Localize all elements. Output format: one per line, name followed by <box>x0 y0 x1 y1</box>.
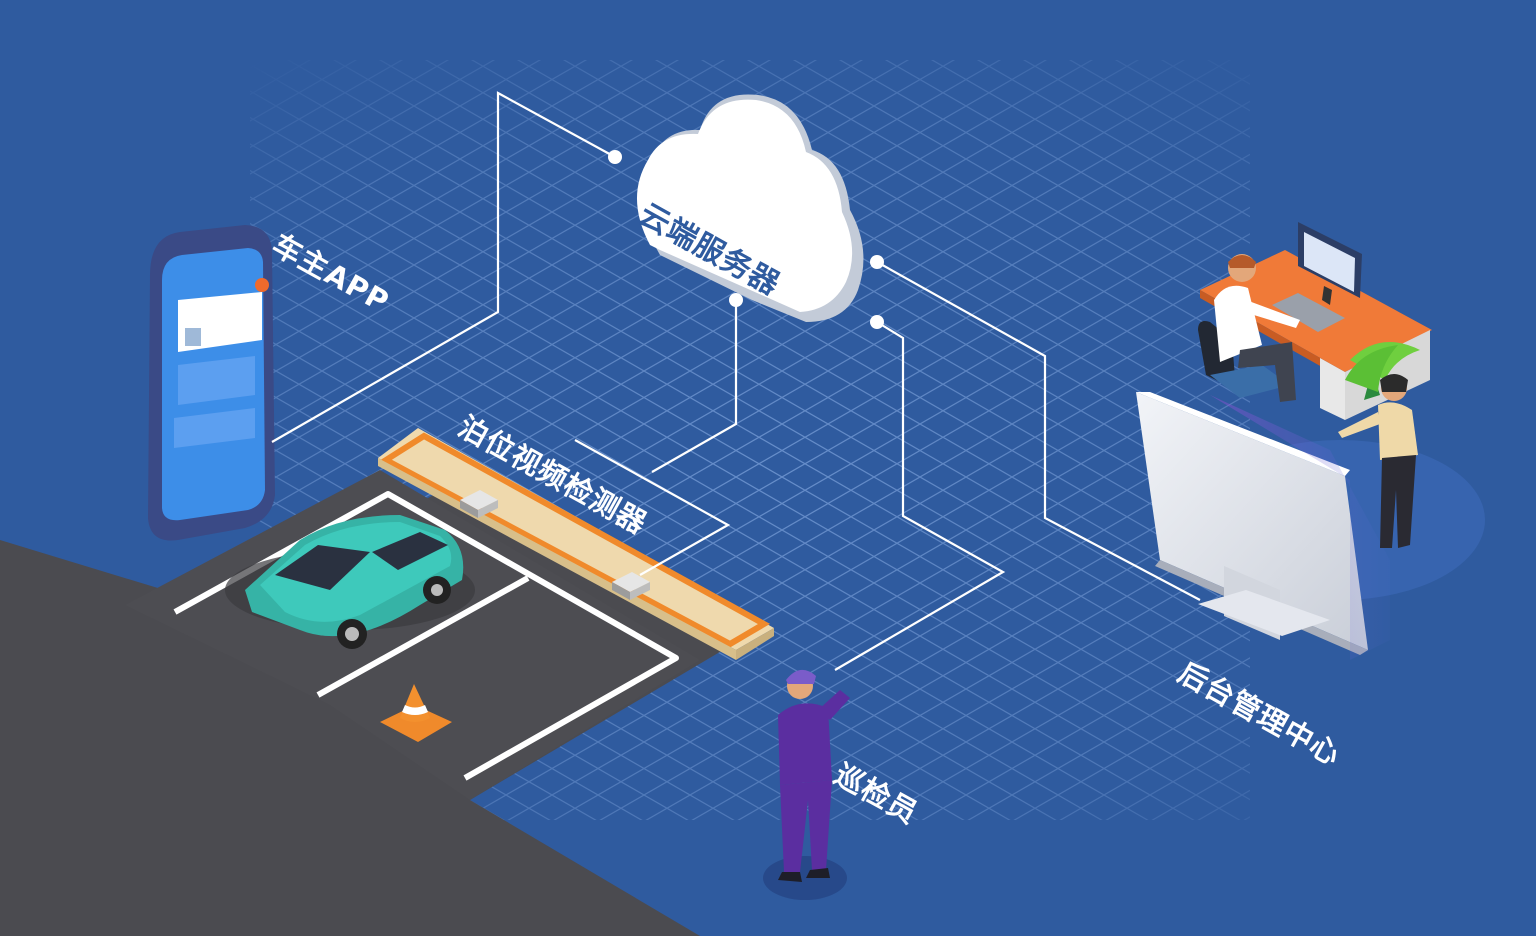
phone-device <box>148 225 275 541</box>
parking-lot <box>0 470 740 936</box>
detector-device-1 <box>460 490 498 518</box>
backend-center <box>1136 222 1485 660</box>
traffic-cone <box>380 684 452 742</box>
inspector-person <box>763 669 850 900</box>
detector-device-2 <box>612 572 650 600</box>
parking-lines <box>173 491 679 781</box>
connector-dots <box>608 150 884 329</box>
cloud-shape <box>636 94 864 322</box>
parked-car <box>225 515 475 649</box>
connector-lines <box>271 91 1201 671</box>
